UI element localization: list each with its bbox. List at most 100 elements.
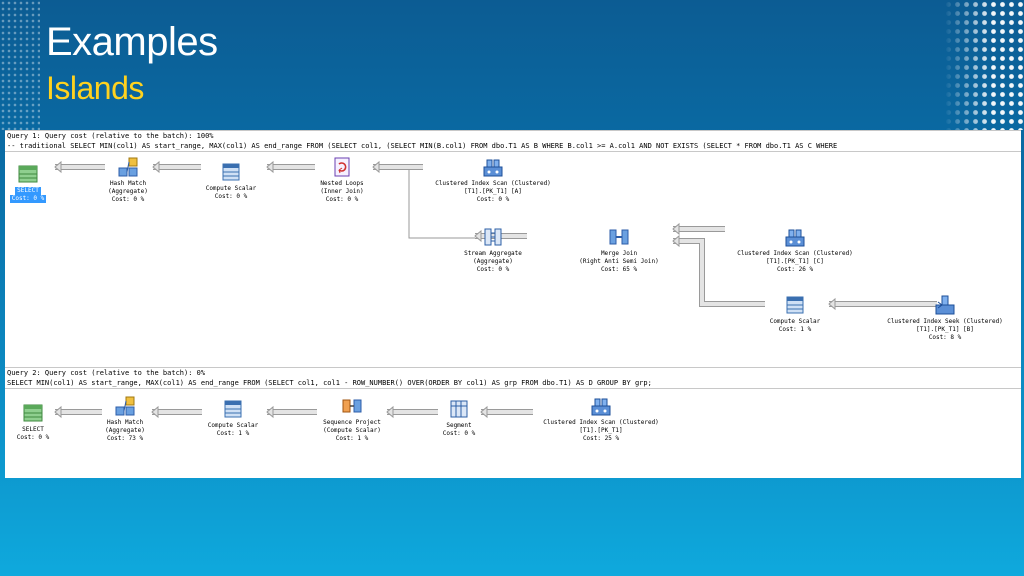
operator-label: Cost: 8 % bbox=[875, 334, 1015, 342]
query-2-header: Query 2: Query cost (relative to the bat… bbox=[5, 367, 1021, 389]
clustered-index-scan-icon bbox=[531, 395, 671, 417]
operator-label: Cost: 0 % bbox=[272, 196, 412, 204]
plan-operator-clustered-index-scan[interactable]: Clustered Index Scan (Clustered)[T1].[PK… bbox=[531, 395, 671, 443]
operator-label: Compute Scalar bbox=[725, 318, 865, 326]
operator-label-text: (Aggregate) bbox=[108, 188, 148, 195]
query-1-header: Query 1: Query cost (relative to the bat… bbox=[5, 130, 1021, 152]
operator-label: Compute Scalar bbox=[163, 422, 303, 430]
plan-operator-nested-loops[interactable]: Nested Loops(Inner Join)Cost: 0 % bbox=[272, 156, 412, 204]
operator-label-text: (Right Anti Semi Join) bbox=[579, 258, 659, 265]
decorative-dots-left bbox=[0, 0, 40, 130]
operator-label: Cost: 26 % bbox=[725, 266, 865, 274]
operator-label-text: Stream Aggregate bbox=[464, 250, 522, 257]
operator-label-text: Cost: 65 % bbox=[600, 266, 638, 273]
plan-arrow bbox=[480, 405, 533, 419]
compute-scalar-icon bbox=[161, 161, 301, 183]
operator-label: SELECT bbox=[5, 187, 98, 195]
plan-operator-clustered-index-scan[interactable]: Clustered Index Scan (Clustered)[T1].[PK… bbox=[725, 226, 865, 274]
compute-scalar-icon bbox=[725, 294, 865, 316]
hash-match-icon bbox=[55, 395, 195, 417]
operator-label: Cost: 1 % bbox=[282, 435, 422, 443]
operator-label: (Aggregate) bbox=[423, 258, 563, 266]
operator-label-text: Clustered Index Scan (Clustered) bbox=[543, 419, 659, 426]
operator-label-text: (Aggregate) bbox=[105, 427, 145, 434]
operator-label: Cost: 1 % bbox=[163, 430, 303, 438]
operator-label: Cost: 65 % bbox=[549, 266, 689, 274]
operator-label: Cost: 0 % bbox=[161, 193, 301, 201]
operator-label: [T1].[PK_T1] bbox=[531, 427, 671, 435]
clustered-index-seek-icon bbox=[875, 294, 1015, 316]
operator-label-text: SELECT bbox=[15, 187, 41, 195]
operator-label: Merge Join bbox=[549, 250, 689, 258]
operator-label-text: Clustered Index Scan (Clustered) bbox=[435, 180, 551, 187]
operator-label: Cost: 0 % bbox=[58, 196, 198, 204]
operator-label: [T1].[PK_T1] [A] bbox=[423, 188, 563, 196]
operator-label-text: [T1].[PK_T1] [A] bbox=[464, 188, 522, 195]
plan-arrow bbox=[266, 160, 315, 174]
hash-match-icon bbox=[58, 156, 198, 178]
plan-operator-hash-match[interactable]: Hash Match(Aggregate)Cost: 73 % bbox=[55, 395, 195, 443]
operator-label: Cost: 0 % bbox=[423, 196, 563, 204]
slide-subtitle: Islands bbox=[46, 70, 144, 106]
plan-operator-stream-aggregate[interactable]: Stream Aggregate(Aggregate)Cost: 0 % bbox=[423, 226, 563, 274]
select-icon bbox=[5, 163, 98, 185]
plan-arrow bbox=[54, 160, 105, 174]
sequence-project-icon bbox=[282, 395, 422, 417]
operator-label-text: Hash Match bbox=[106, 419, 144, 426]
operator-label: Sequence Project bbox=[282, 419, 422, 427]
plan-operator-merge-join[interactable]: Merge Join(Right Anti Semi Join)Cost: 65… bbox=[549, 226, 689, 274]
operator-label-text: Cost: 0 % bbox=[9, 195, 47, 203]
operator-label-text: (Compute Scalar) bbox=[323, 427, 381, 434]
plan-operator-hash-match[interactable]: Hash Match(Aggregate)Cost: 0 % bbox=[58, 156, 198, 204]
operator-label: (Compute Scalar) bbox=[282, 427, 422, 435]
plan-arrow bbox=[266, 405, 317, 419]
query-2-cost-line: Query 2: Query cost (relative to the bat… bbox=[7, 369, 206, 377]
operator-label: Clustered Index Scan (Clustered) bbox=[423, 180, 563, 188]
operator-label-text: Sequence Project bbox=[323, 419, 381, 426]
operator-label: Clustered Index Scan (Clustered) bbox=[725, 250, 865, 258]
stream-aggregate-icon bbox=[423, 226, 563, 248]
plan-operator-clustered-index-seek[interactable]: Clustered Index Seek (Clustered)[T1].[PK… bbox=[875, 294, 1015, 342]
plan-operator-clustered-index-scan[interactable]: Clustered Index Scan (Clustered)[T1].[PK… bbox=[423, 156, 563, 204]
operator-label: Segment bbox=[389, 422, 529, 430]
plan-arrow bbox=[151, 405, 202, 419]
operator-label-text: Cost: 26 % bbox=[776, 266, 814, 273]
operator-label: Compute Scalar bbox=[161, 185, 301, 193]
merge-join-icon bbox=[549, 226, 689, 248]
operator-label-text: [T1].[PK_T1] bbox=[579, 427, 623, 434]
plan-operator-sequence-project[interactable]: Sequence Project(Compute Scalar)Cost: 1 … bbox=[282, 395, 422, 443]
operator-label: Hash Match bbox=[58, 180, 198, 188]
query-1-sql-text: -- traditional SELECT MIN(col1) AS start… bbox=[7, 142, 838, 150]
operator-label: [T1].[PK_T1] [C] bbox=[725, 258, 865, 266]
plan-arrow bbox=[672, 222, 725, 236]
operator-label-text: Compute Scalar bbox=[205, 185, 257, 192]
segment-icon bbox=[389, 398, 529, 420]
operator-label: SELECT bbox=[5, 426, 103, 434]
clustered-index-scan-icon bbox=[725, 226, 865, 248]
operator-label: Clustered Index Seek (Clustered) bbox=[875, 318, 1015, 326]
operator-label-text: Cost: 73 % bbox=[106, 435, 144, 442]
operator-label-text: Cost: 1 % bbox=[335, 435, 369, 442]
operator-label-text: Cost: 0 % bbox=[476, 266, 510, 273]
execution-plan-panel[interactable]: Query 1: Query cost (relative to the bat… bbox=[5, 130, 1021, 478]
query-2-sql-text: SELECT MIN(col1) AS start_range, MAX(col… bbox=[7, 379, 652, 387]
operator-label-text: Cost: 8 % bbox=[928, 334, 962, 341]
operator-label: (Aggregate) bbox=[55, 427, 195, 435]
plan-arrow bbox=[386, 405, 438, 419]
operator-label: Cost: 1 % bbox=[725, 326, 865, 334]
plan-arrow bbox=[54, 405, 102, 419]
plan-connectors bbox=[54, 405, 533, 419]
decorative-dots-right bbox=[944, 0, 1024, 130]
operator-label-text: Cost: 0 % bbox=[214, 193, 248, 200]
plan-arrow bbox=[372, 160, 423, 174]
select-icon bbox=[5, 402, 103, 424]
operator-label-text: Cost: 25 % bbox=[582, 435, 620, 442]
clustered-index-scan-icon bbox=[423, 156, 563, 178]
